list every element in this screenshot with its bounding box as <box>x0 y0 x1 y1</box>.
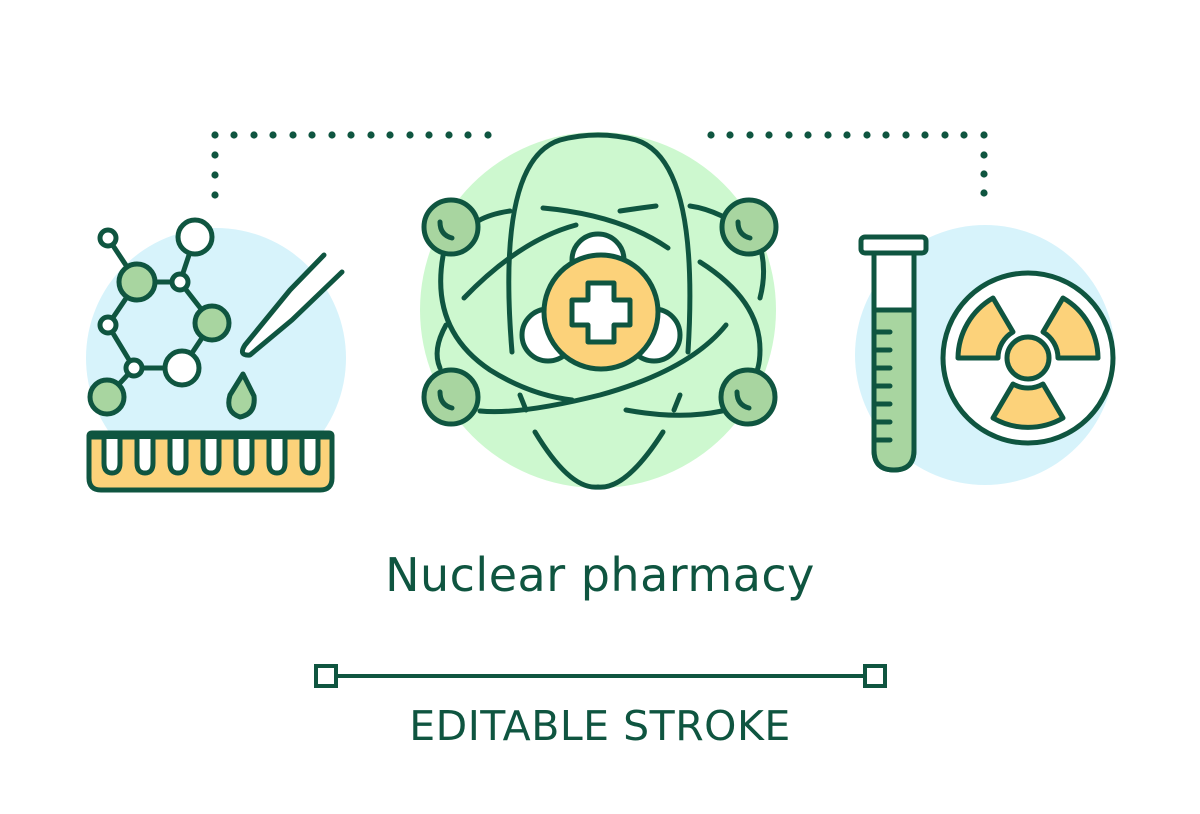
atom-icon <box>420 132 779 490</box>
molecule-pipette-icon <box>86 217 346 493</box>
radiation-icon <box>940 270 1116 446</box>
drop-icon <box>226 371 257 420</box>
test-tube-radiation-icon <box>855 225 1116 485</box>
subtitle-text: EDITABLE STROKE <box>409 702 791 750</box>
title-text: Nuclear pharmacy <box>385 548 815 602</box>
well-plate-icon <box>86 430 335 493</box>
pipette-icon <box>239 252 345 358</box>
stroke-handle-left <box>314 664 338 688</box>
dotted-connector-right <box>707 131 988 197</box>
medical-cross-icon <box>569 280 633 345</box>
dotted-connector-left <box>211 131 492 199</box>
test-tube-icon <box>858 234 929 473</box>
editable-stroke-line <box>314 664 887 688</box>
stroke-handle-right <box>863 664 887 688</box>
